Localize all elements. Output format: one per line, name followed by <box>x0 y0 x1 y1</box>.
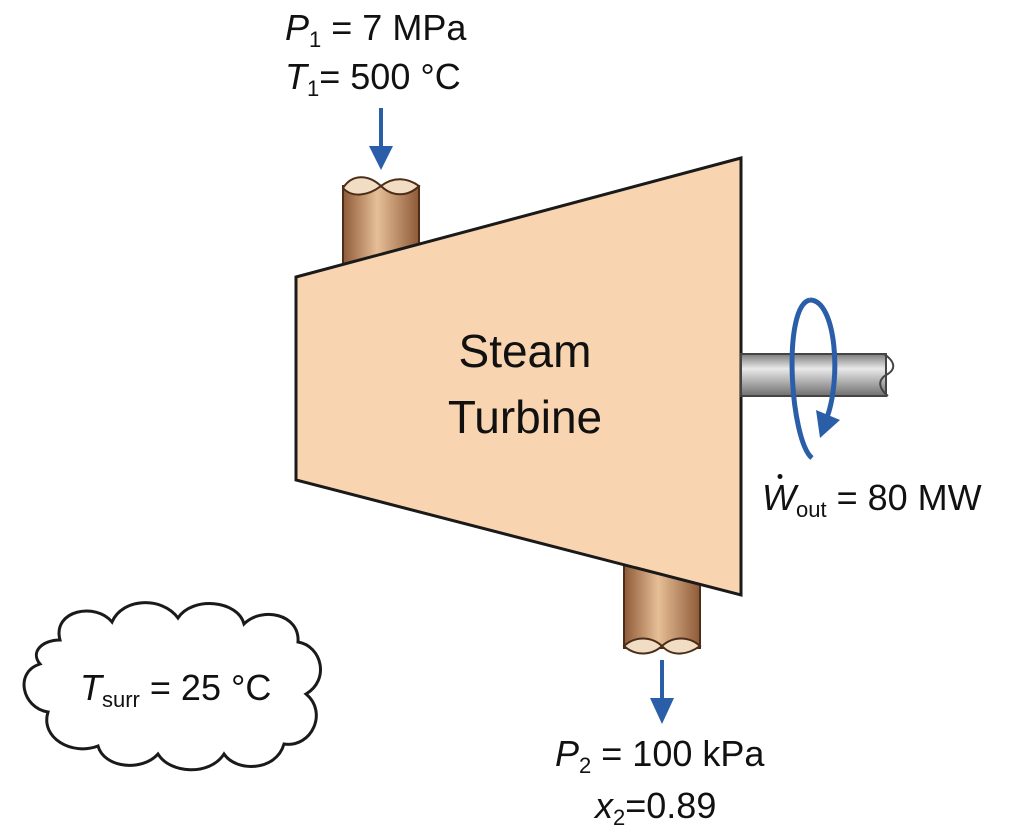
inlet-arrow-icon <box>369 108 393 170</box>
outlet-pressure-label: P2 = 100 kPa <box>555 733 765 778</box>
outlet-arrow-icon <box>650 660 674 724</box>
inlet-temperature-label: T1= 500 °C <box>285 56 461 101</box>
turbine-title-line1: Steam <box>458 325 592 377</box>
inlet-pressure-label: P1 = 7 MPa <box>285 7 467 52</box>
surroundings-temperature-label: Tsurr = 25 °C <box>80 667 272 712</box>
turbine-title-line2: Turbine <box>447 391 603 443</box>
cloud-icon <box>22 601 322 772</box>
turbine-body <box>294 156 743 597</box>
outlet-quality-label: x2=0.89 <box>595 785 717 830</box>
rotation-arrow-icon <box>789 297 840 460</box>
turbine-title: Steam Turbine <box>395 318 655 450</box>
work-output-label: Wout = 80 MW <box>762 477 982 522</box>
output-shaft <box>740 353 895 397</box>
